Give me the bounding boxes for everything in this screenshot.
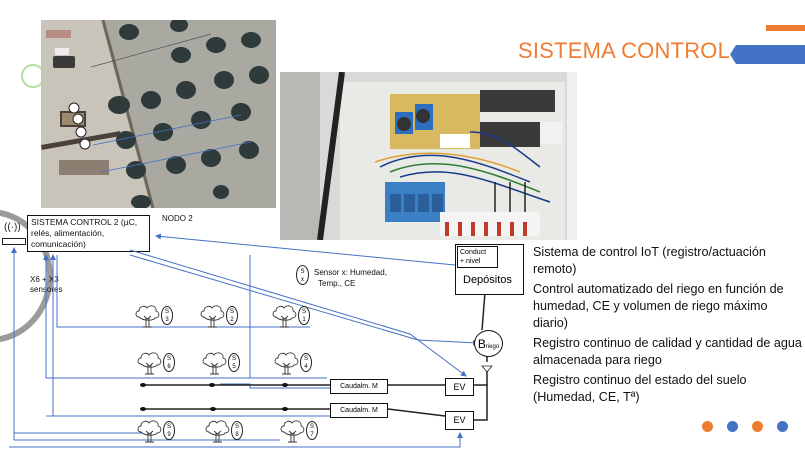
- tree-icon: [274, 352, 299, 375]
- sensor-number: 9: [167, 432, 171, 438]
- deposit-label: Depósitos: [463, 274, 512, 286]
- feature-item: Registro continuo de calidad y cantidad …: [533, 336, 802, 367]
- sensor-letter: S: [301, 309, 306, 315]
- sensor-letter: S: [164, 309, 169, 315]
- sensor-number: 6: [167, 364, 171, 370]
- sensor-row1-line: [56, 255, 310, 328]
- feature-list: Sistema de control IoT (registro/actuaci…: [533, 244, 803, 409]
- solenoid-valve-1: EV: [445, 378, 474, 396]
- sensor-letter: S: [309, 424, 314, 430]
- control-cabinet-photo: [280, 72, 577, 240]
- sensor-row3-line: [46, 404, 361, 417]
- control-system-label: SISTEMA CONTROL 2 (µC, relés, alimentaci…: [31, 217, 138, 249]
- blue-arrow-accent: [730, 45, 805, 64]
- tree-icon: [205, 420, 230, 443]
- sensor-number: 4: [304, 364, 308, 370]
- gray-arc-decoration: [0, 209, 53, 343]
- pagination-dot[interactable]: [777, 421, 788, 432]
- pagination-dot[interactable]: [752, 421, 763, 432]
- sensor-letter: S: [166, 356, 171, 362]
- tree-icon: [135, 305, 160, 328]
- wireless-antenna-icon: ((·)): [4, 222, 21, 233]
- sensor-letter: S: [303, 356, 308, 362]
- tree-icon: [200, 305, 225, 328]
- irrigation-pump: Briego: [474, 330, 503, 357]
- sensor-return-loop: [43, 254, 251, 379]
- sensor-number: 7: [310, 432, 314, 438]
- sensor-letter: S: [234, 424, 239, 430]
- check-valve-icon: [481, 365, 493, 373]
- aerial-photo-drawing: [41, 20, 276, 208]
- sensor-number: 5: [232, 364, 236, 370]
- sensor-letter: S: [231, 356, 236, 362]
- sensor-letter: S: [166, 424, 171, 430]
- sensor-letter: S: [229, 309, 234, 315]
- tree-icon: [137, 420, 162, 443]
- feature-item: Registro continuo del estado del suelo (…: [533, 373, 747, 404]
- feature-item: Control automatizado del riego en funció…: [533, 282, 784, 330]
- sensor-number: 1: [302, 317, 306, 323]
- sensor-count-line-1: X6 + X3: [30, 275, 59, 284]
- conductivity-level-sensor: Conduct + nivel: [457, 246, 498, 268]
- flowmeter-2: Caudalm. M: [330, 403, 388, 418]
- sensor-number: 3: [165, 317, 169, 323]
- deposit-signal-line: [155, 233, 456, 266]
- sensor-number: 2: [230, 317, 234, 323]
- diagram-connections: [9, 233, 493, 448]
- slide-title: SISTEMA CONTROL: [518, 38, 731, 63]
- tree-icon: [202, 352, 227, 375]
- feature-item: Sistema de control IoT (registro/actuaci…: [533, 245, 766, 276]
- tree-icon: [280, 420, 305, 443]
- control-system-box: SISTEMA CONTROL 2 (µC, relés, alimentaci…: [27, 215, 150, 252]
- solenoid-valve-2: EV: [445, 411, 474, 430]
- pagination-dot[interactable]: [702, 421, 713, 432]
- tree-icon: [272, 305, 297, 328]
- tree-icon: [137, 352, 162, 375]
- cabinet-photo-drawing: [280, 72, 577, 240]
- aerial-orchard-photo: [41, 20, 276, 208]
- node-label: NODO 2: [162, 214, 193, 223]
- orange-accent-bar: [766, 25, 805, 31]
- flowmeter-1: Caudalm. M: [330, 379, 388, 394]
- pagination-dot[interactable]: [727, 421, 738, 432]
- sensor-legend-text: Sensor x: Humedad, Temp., CE: [314, 268, 387, 288]
- outer-loop-2: [9, 432, 463, 448]
- sensor-number: 8: [235, 432, 239, 438]
- deposit-box: Conduct + nivel Depósitos: [455, 244, 524, 295]
- sensor-legend-symbol: S x: [296, 265, 309, 285]
- valve1-control-line: [129, 249, 467, 377]
- wireless-device: [2, 238, 26, 245]
